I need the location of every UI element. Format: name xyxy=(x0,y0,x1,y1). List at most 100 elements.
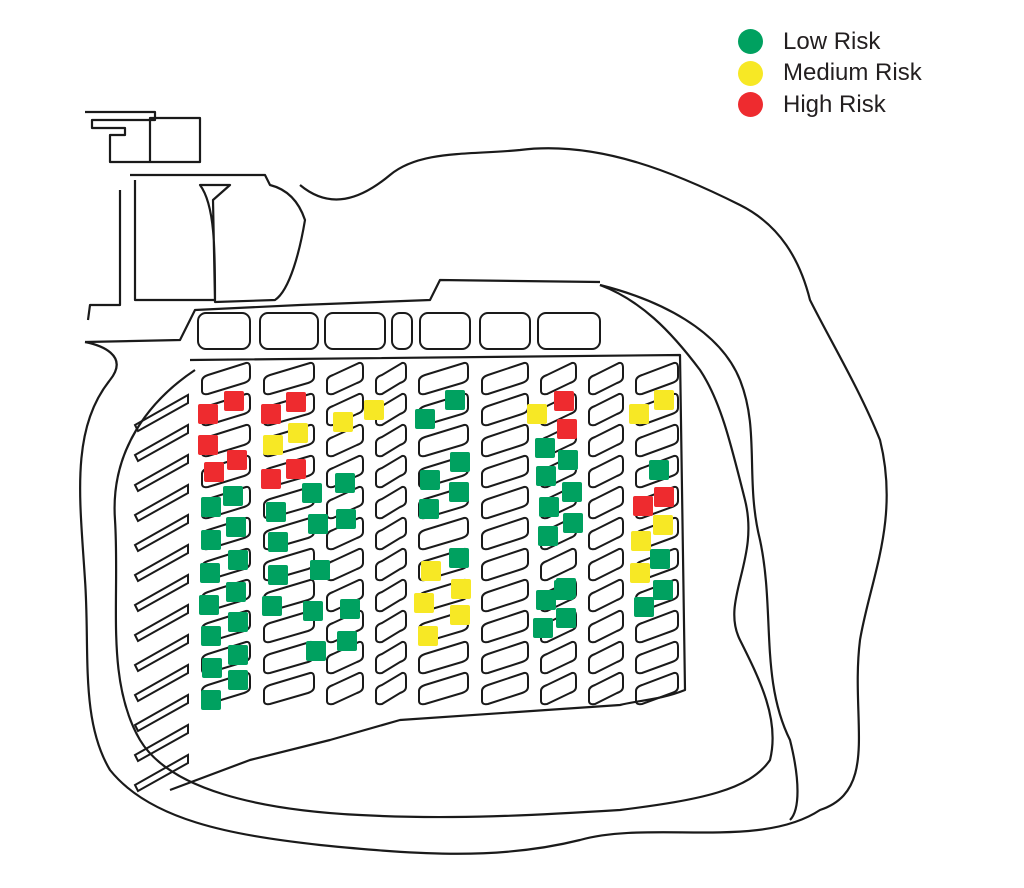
parcel xyxy=(133,723,189,763)
parcel xyxy=(326,361,364,396)
parcel xyxy=(326,423,364,458)
low-risk-marker xyxy=(649,460,669,480)
risk-markers xyxy=(198,390,674,710)
low-risk-marker xyxy=(226,582,246,602)
low-risk-marker xyxy=(303,601,323,621)
low-risk-marker xyxy=(306,641,326,661)
low-risk-marker xyxy=(336,509,356,529)
low-risk-marker xyxy=(337,631,357,651)
parcel xyxy=(588,609,624,644)
block xyxy=(419,312,471,350)
parcel xyxy=(263,671,315,706)
legend-item-medium: Medium Risk xyxy=(738,58,922,90)
parcel xyxy=(588,361,624,396)
low-risk-marker xyxy=(340,599,360,619)
parcel xyxy=(418,516,469,551)
low-risk-marker xyxy=(308,514,328,534)
block xyxy=(537,312,601,350)
parcel xyxy=(326,671,364,706)
parcel xyxy=(418,671,469,706)
low-risk-marker xyxy=(302,483,322,503)
legend-label: Low Risk xyxy=(783,27,881,55)
parcel xyxy=(326,516,364,551)
parcel xyxy=(481,547,529,582)
low-risk-marker xyxy=(223,486,243,506)
medium-risk-marker xyxy=(364,400,384,420)
parcel xyxy=(133,453,189,493)
low-risk-marker xyxy=(228,670,248,690)
low-risk-marker xyxy=(228,612,248,632)
block xyxy=(391,312,413,350)
block xyxy=(324,312,386,350)
high-risk-marker xyxy=(654,487,674,507)
parcel xyxy=(481,671,529,706)
high-risk-marker xyxy=(198,435,218,455)
parcel xyxy=(375,516,407,551)
parcel xyxy=(133,393,189,433)
medium-risk-marker xyxy=(450,605,470,625)
parcel xyxy=(588,423,624,458)
low-risk-marker xyxy=(310,560,330,580)
parcel xyxy=(263,361,315,396)
low-risk-marker xyxy=(450,452,470,472)
parcel xyxy=(588,454,624,489)
parcel xyxy=(326,640,364,675)
medium-risk-marker xyxy=(421,561,441,581)
parcel xyxy=(133,603,189,643)
parcel xyxy=(635,423,679,458)
legend-item-low: Low Risk xyxy=(738,26,922,58)
medium-risk-marker xyxy=(629,404,649,424)
medium-risk-marker xyxy=(653,515,673,535)
parcel xyxy=(418,361,469,396)
parcel xyxy=(263,547,315,582)
low-risk-marker xyxy=(228,550,248,570)
parcel xyxy=(481,361,529,396)
parcel xyxy=(481,640,529,675)
medium-risk-marker xyxy=(263,435,283,455)
low-risk-marker xyxy=(415,409,435,429)
parcel xyxy=(540,640,577,675)
east-road xyxy=(599,283,799,821)
legend-label: Medium Risk xyxy=(783,59,922,87)
low-risk-marker xyxy=(563,513,583,533)
high-risk-marker xyxy=(554,391,574,411)
medium-risk-marker xyxy=(631,531,651,551)
low-risk-marker xyxy=(202,658,222,678)
high-risk-marker xyxy=(261,469,281,489)
parcel xyxy=(635,361,679,396)
high-risk-marker xyxy=(633,496,653,516)
low-risk-marker xyxy=(228,645,248,665)
medium-risk-marker xyxy=(654,390,674,410)
parcel xyxy=(635,640,679,675)
parcel xyxy=(133,543,189,583)
low-risk-marker xyxy=(335,473,355,493)
high-risk-dot-icon xyxy=(738,92,763,118)
low-risk-marker xyxy=(449,548,469,568)
low-risk-marker xyxy=(533,618,553,638)
block xyxy=(479,312,531,350)
low-risk-marker xyxy=(556,578,576,598)
low-risk-marker xyxy=(201,690,221,710)
low-risk-marker xyxy=(653,580,673,600)
low-risk-marker xyxy=(201,530,221,550)
parcel xyxy=(540,671,577,706)
low-risk-marker xyxy=(226,517,246,537)
parcel xyxy=(375,671,407,706)
parcel xyxy=(481,423,529,458)
low-risk-marker xyxy=(536,590,556,610)
low-risk-marker xyxy=(558,450,578,470)
low-risk-marker xyxy=(650,549,670,569)
medium-risk-marker xyxy=(288,423,308,443)
parcel xyxy=(418,423,469,458)
north-road xyxy=(84,278,601,344)
parcel xyxy=(133,663,189,703)
parcel xyxy=(326,485,364,520)
high-risk-marker xyxy=(286,459,306,479)
low-risk-marker xyxy=(445,390,465,410)
parcel xyxy=(375,485,407,520)
low-risk-marker xyxy=(556,608,576,628)
low-risk-dot-icon xyxy=(738,29,763,55)
low-risk-marker xyxy=(201,497,221,517)
low-risk-marker xyxy=(562,482,582,502)
low-risk-marker xyxy=(268,532,288,552)
